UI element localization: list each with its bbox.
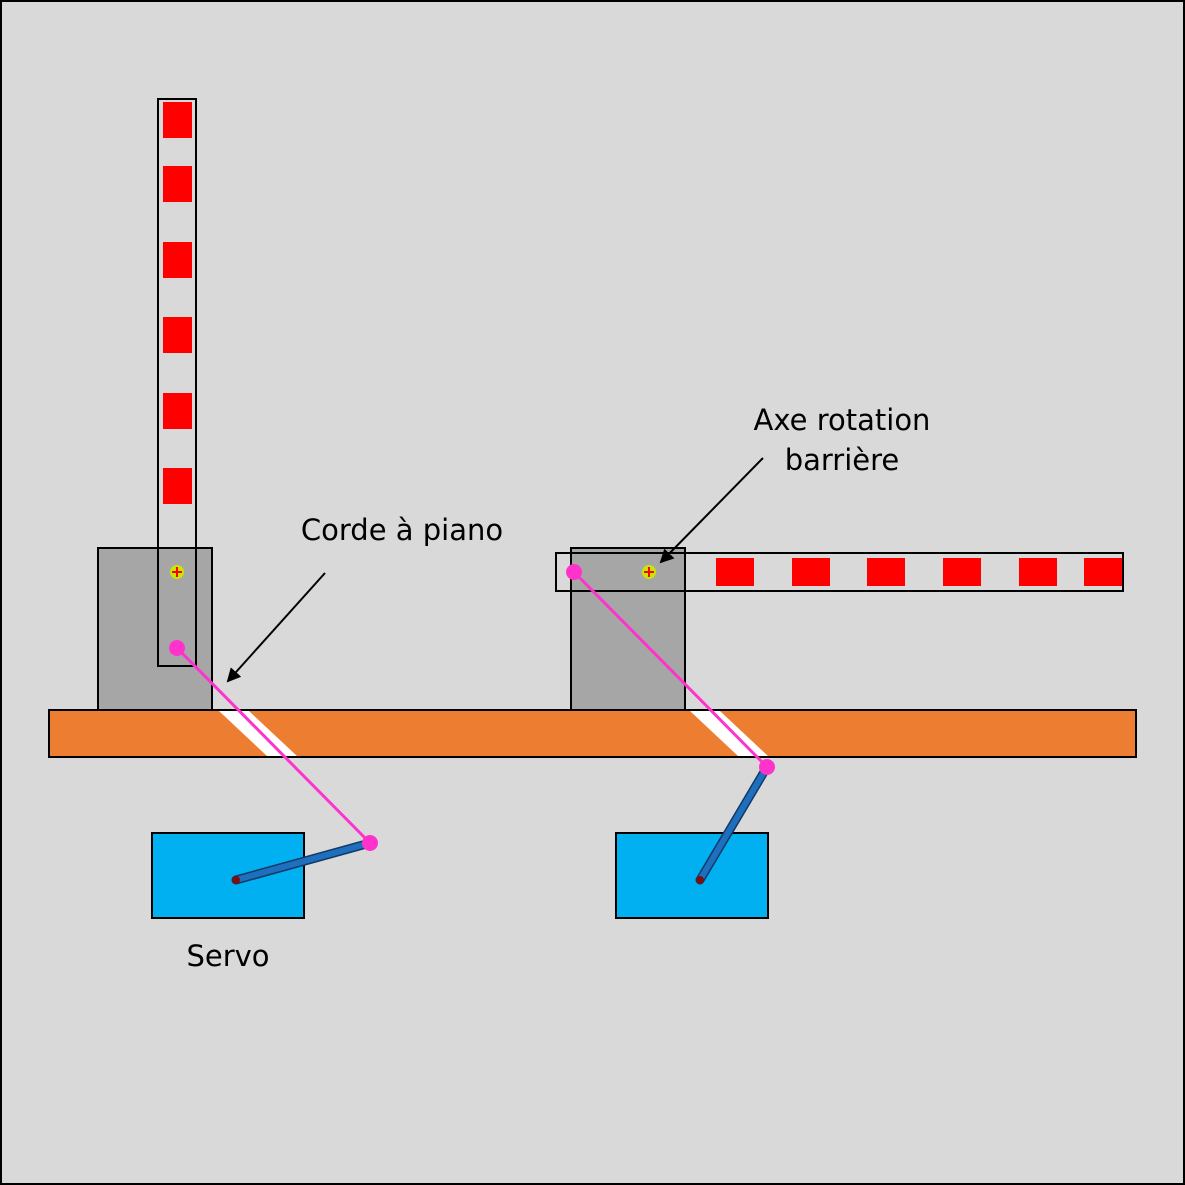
arrow-pointer-icon bbox=[659, 457, 764, 564]
joint-dot-icon bbox=[362, 835, 378, 851]
joint-dot-icon bbox=[169, 640, 185, 656]
pivot-cross-icon bbox=[642, 565, 656, 579]
right-plank-slot bbox=[690, 711, 768, 756]
left-servo-hub bbox=[232, 876, 240, 884]
barrier-stripe bbox=[1084, 558, 1122, 586]
barrier-stripe bbox=[163, 166, 192, 202]
corde-a-piano-label: Corde à piano bbox=[301, 513, 503, 547]
right-barrier-stripes bbox=[716, 558, 1122, 586]
right-piano-wire bbox=[572, 570, 769, 769]
left-post bbox=[97, 547, 213, 712]
right-barrier-assembly bbox=[555, 547, 1124, 712]
barrier-stripe bbox=[163, 102, 192, 138]
left-barrier-arm-raised bbox=[157, 98, 197, 667]
barrier-stripe bbox=[163, 393, 192, 429]
barrier-stripe bbox=[867, 558, 905, 586]
axe-rotation-label-line1: Axe rotation bbox=[754, 403, 931, 437]
left-servo-arm bbox=[233, 840, 373, 883]
joint-dot-icon bbox=[759, 759, 775, 775]
left-barrier-stripes bbox=[163, 102, 192, 504]
barrier-stripe bbox=[716, 558, 754, 586]
arrow-pointer-icon bbox=[226, 572, 326, 683]
right-post bbox=[570, 547, 686, 712]
base-plank bbox=[48, 709, 1137, 758]
axe-rotation-label-line2: barrière bbox=[785, 443, 900, 477]
barrier-stripe bbox=[1019, 558, 1057, 586]
barrier-stripe bbox=[792, 558, 830, 586]
left-servo-body bbox=[151, 832, 305, 919]
right-servo-arm bbox=[697, 764, 770, 883]
barrier-stripe bbox=[163, 317, 192, 353]
pivot-cross-icon bbox=[170, 565, 184, 579]
left-barrier-assembly bbox=[97, 98, 213, 712]
right-barrier-arm-lowered bbox=[555, 552, 1124, 592]
left-plank-slot bbox=[219, 711, 297, 756]
joint-dot-icon bbox=[566, 564, 582, 580]
left-piano-wire bbox=[175, 646, 372, 845]
right-servo-body bbox=[615, 832, 769, 919]
servo-label: Servo bbox=[186, 939, 269, 973]
barrier-stripe bbox=[943, 558, 981, 586]
barrier-stripe bbox=[163, 468, 192, 504]
right-servo-hub bbox=[696, 876, 704, 884]
barrier-stripe bbox=[163, 242, 192, 278]
